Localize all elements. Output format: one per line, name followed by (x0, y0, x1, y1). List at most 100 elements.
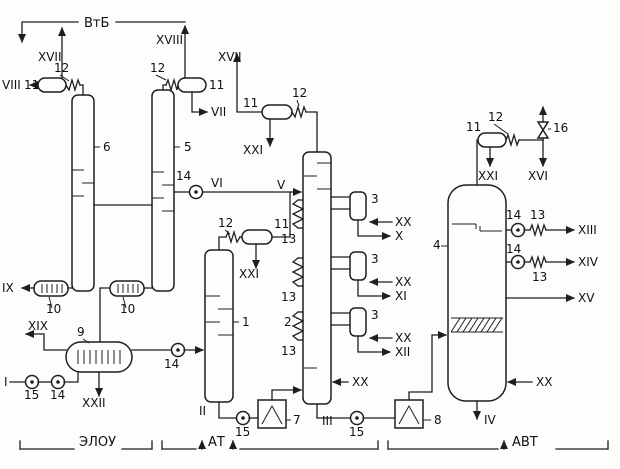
column-6 (71, 94, 95, 292)
equipment-label-11: 11 (243, 96, 258, 110)
equipment-label-2: 2 (284, 315, 292, 329)
condenser-12-icon (165, 77, 179, 93)
reflux-drum-11 (477, 132, 507, 148)
stream-label-xiv: XIV (578, 255, 599, 269)
equipment-label-10: 10 (46, 302, 61, 316)
column-5-assembly: VII 11 12 5 (93, 61, 226, 292)
stream-label-xxi: XXI (478, 169, 498, 183)
bottoms-exchangers: IX 10 10 (2, 280, 153, 343)
equipment-label-13: 13 (532, 270, 547, 284)
gas-header: ВтБ XVII XVIII (18, 16, 189, 79)
equipment-label-14: 14 (176, 169, 191, 183)
equipment-label-15: 15 (349, 425, 364, 439)
stream-label-i: I (4, 375, 8, 389)
equipment-label-14: 14 (164, 357, 179, 371)
stream-label-xii: XII (395, 345, 410, 359)
section-label-elou: ЭЛОУ (79, 435, 116, 450)
equipment-label-4: 4 (433, 238, 441, 252)
equipment-label-1: 1 (242, 315, 250, 329)
column-2-assembly: 2 12 11 XVII XXI 13 13 13 (218, 50, 368, 405)
stream-label-xvi: XVI (528, 169, 548, 183)
stream-label-xxi: XXI (239, 267, 259, 281)
cooler-13-bottom: 13 (281, 311, 305, 358)
cooler-13-middle: 13 (281, 257, 305, 304)
stream-label-xxii: XXII (82, 396, 106, 410)
condenser-12-icon (291, 104, 307, 120)
furnace-section: II 15 7 III 15 8 (199, 331, 447, 439)
stream-label-xvii: XVII (38, 50, 62, 64)
draw-xiii: 14 13 XIII (505, 208, 597, 238)
column-1 (204, 249, 234, 403)
stream-label-xx: XX (395, 331, 411, 345)
electric-desalter-9 (65, 341, 133, 373)
column-2 (302, 151, 332, 405)
equipment-label-16: 16 (553, 121, 568, 135)
column-6-assembly: VIII 11 12 6 (2, 61, 111, 292)
side-strippers: 3 XX X 3 XX XI 3 XX XII (330, 191, 411, 359)
ejector-16: 16 (536, 106, 568, 141)
draw-xiv: 14 13 XIV (505, 242, 599, 284)
stream-label-xx: XX (395, 275, 411, 289)
equipment-label-10: 10 (120, 302, 135, 316)
vacuum-column-assembly: 4 11 12 16 XXI XVI 14 13 (433, 106, 599, 427)
stream-label-xxi: XXI (243, 143, 263, 157)
equipment-label-9: 9 (77, 325, 85, 339)
equipment-label-3: 3 (371, 308, 379, 322)
equipment-label-13: 13 (530, 208, 545, 222)
equipment-label-12: 12 (292, 86, 307, 100)
equipment-label-14: 14 (506, 242, 521, 256)
equipment-label-11: 11 (466, 120, 481, 134)
equipment-label-13: 13 (281, 344, 296, 358)
exchanger-10 (109, 280, 145, 297)
equipment-label-11: 11 (274, 217, 289, 231)
equipment-label-3: 3 (371, 192, 379, 206)
condenser-12-icon (225, 229, 241, 245)
stream-label-xx: XX (352, 375, 368, 389)
packing-bed (450, 317, 503, 333)
desalter-assembly: 9 XIX XXII I 15 14 14 (4, 319, 204, 410)
equipment-label-11: 11 (209, 78, 224, 92)
equipment-label-12: 12 (150, 61, 165, 75)
column-1-assembly: 1 12 11 XXI V (204, 178, 291, 403)
equipment-label-12: 12 (218, 216, 233, 230)
section-label-at: АТ (208, 435, 225, 450)
cooler-13-top: 13 (281, 199, 305, 246)
stripper-3 (349, 191, 367, 221)
column-5 (151, 89, 175, 292)
stream-label-ix: IX (2, 281, 14, 295)
equipment-label-15: 15 (235, 425, 250, 439)
stripper-3 (349, 307, 367, 337)
equipment-label-15: 15 (24, 388, 39, 402)
stream-label-x: X (395, 229, 403, 243)
equipment-label-14: 14 (50, 388, 65, 402)
equipment-label-13: 13 (281, 232, 296, 246)
stream-label-xx: XX (536, 375, 552, 389)
reflux-drum-11 (177, 77, 207, 93)
stream-label-xv: XV (578, 291, 595, 305)
reflux-drum-11 (261, 104, 293, 120)
equipment-label-3: 3 (371, 252, 379, 266)
reflux-drum-11 (241, 229, 273, 245)
stream-label-xx: XX (395, 215, 411, 229)
equipment-label-5: 5 (184, 140, 192, 154)
reflux-drum-11 (37, 77, 67, 93)
section-label-vtb: ВтБ (84, 16, 109, 31)
stream-label-vii: VII (211, 105, 226, 119)
equipment-label-7: 7 (293, 413, 301, 427)
stream-label-v: V (277, 178, 286, 192)
equipment-label-11: 11 (24, 78, 39, 92)
stream-label-xvii: XVII (218, 50, 242, 64)
stream-label-xiii: XIII (578, 223, 597, 237)
section-label-avt: АВТ (512, 435, 538, 450)
stream-label-ii: II (199, 404, 206, 418)
stream-label-iii: III (322, 414, 333, 428)
condenser-12-icon (505, 132, 520, 148)
stream-label-xix: XIX (28, 319, 48, 333)
feed-line-vi: 14 VI (173, 169, 302, 200)
exchanger-10 (33, 280, 69, 297)
section-brackets: ЭЛОУ АТ АВТ (19, 435, 609, 450)
stream-label-xviii: XVIII (156, 33, 183, 47)
condenser-12-icon (65, 77, 81, 93)
